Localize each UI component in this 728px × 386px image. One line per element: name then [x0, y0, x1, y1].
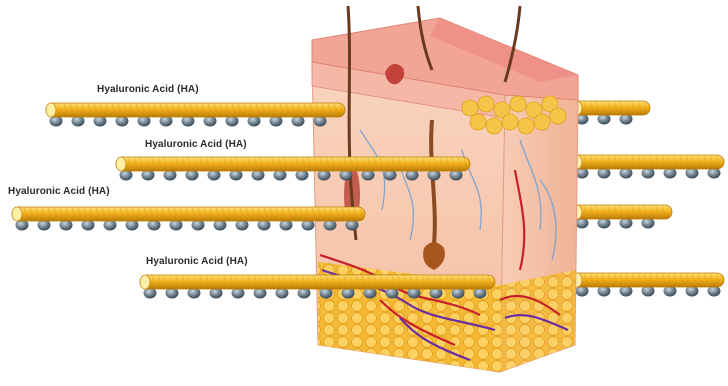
ha-label-1: Hyaluronic Acid (HA): [97, 84, 199, 95]
ha-rod-2-right: [572, 155, 724, 179]
ha-rod-end-cap: [140, 275, 150, 289]
ha-rod-1-right: [572, 101, 650, 125]
ha-rod-2-left: [116, 157, 470, 181]
ha-label-3: Hyaluronic Acid (HA): [8, 186, 110, 197]
ha-rod-4-right: [572, 273, 724, 297]
ha-rod-end-cap: [12, 207, 22, 221]
ha-rod-end-cap: [46, 103, 56, 117]
ha-label-4: Hyaluronic Acid (HA): [146, 256, 248, 267]
ha-rod-1-left: [46, 103, 345, 127]
ha-rod-body: [116, 157, 470, 171]
ha-rod-end-cap: [116, 157, 126, 171]
skin-cross-section: [312, 6, 578, 372]
ha-label-2: Hyaluronic Acid (HA): [145, 139, 247, 150]
ha-rods-back: [572, 101, 724, 297]
ha-rod-3-right: [572, 205, 672, 229]
ha-rod-3-left: [12, 207, 365, 231]
